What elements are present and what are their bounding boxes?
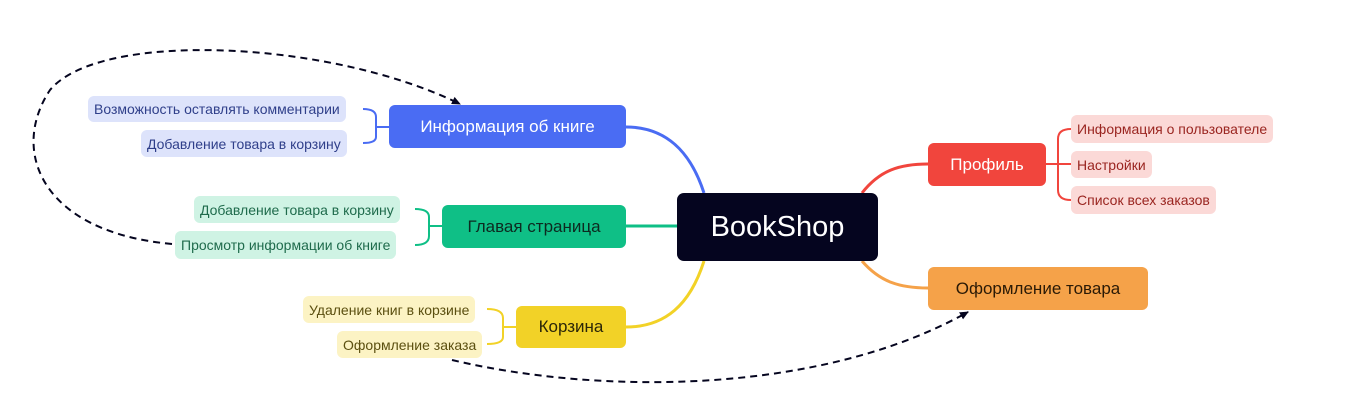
branch-label: Профиль bbox=[950, 154, 1024, 174]
leaf-place-order[interactable]: Оформление заказа bbox=[337, 331, 483, 358]
connector-cart bbox=[625, 260, 706, 329]
bracket-profile bbox=[1046, 128, 1072, 201]
branch-label: Главая страница bbox=[467, 216, 601, 236]
connector-checkout bbox=[860, 260, 929, 290]
root-label: BookShop bbox=[710, 210, 845, 243]
leaf-user-info[interactable]: Информация о пользователе bbox=[1071, 115, 1274, 143]
relation-arrow-cart-to-checkout bbox=[451, 311, 969, 384]
connector-info bbox=[625, 125, 706, 194]
leaf-add-to-cart-home[interactable]: Добавление товара в корзину bbox=[194, 196, 400, 223]
branch-label: Корзина bbox=[538, 317, 604, 336]
branch-book-info[interactable]: Информация об книге bbox=[389, 105, 626, 148]
leaf-label: Настройки bbox=[1077, 156, 1146, 173]
connector-profile bbox=[860, 162, 929, 194]
leaf-label: Возможность оставлять комментарии bbox=[94, 101, 340, 117]
root-node-bookshop[interactable]: BookShop bbox=[677, 193, 878, 261]
leaf-label: Список всех заказов bbox=[1077, 192, 1210, 208]
leaf-label: Информация о пользователе bbox=[1077, 121, 1268, 137]
leaf-orders-list[interactable]: Список всех заказов bbox=[1071, 186, 1216, 214]
leaf-label: Оформление заказа bbox=[343, 336, 477, 353]
branch-profile[interactable]: Профиль bbox=[928, 143, 1046, 186]
leaf-settings[interactable]: Настройки bbox=[1071, 151, 1152, 178]
leaf-add-to-cart-info[interactable]: Добавление товара в корзину bbox=[141, 130, 347, 157]
leaf-label: Удаление книг в корзине bbox=[309, 301, 470, 318]
leaf-view-book-info[interactable]: Просмотр информации об книге bbox=[175, 231, 397, 259]
leaf-label: Добавление товара в корзину bbox=[147, 135, 341, 152]
branch-home-page[interactable]: Главая страница bbox=[442, 205, 626, 248]
leaf-label: Просмотр информации об книге bbox=[181, 237, 391, 253]
bracket-cart bbox=[486, 308, 516, 345]
relation-arrow-home-to-info bbox=[32, 49, 461, 245]
branch-label: Оформление товара bbox=[955, 278, 1121, 298]
branch-label: Информация об книге bbox=[420, 116, 595, 136]
branch-cart[interactable]: Корзина bbox=[516, 306, 626, 348]
branch-checkout[interactable]: Оформление товара bbox=[928, 267, 1148, 310]
leaf-remove-books[interactable]: Удаление книг в корзине bbox=[303, 296, 476, 323]
bracket-info bbox=[362, 108, 389, 144]
bracket-home bbox=[414, 208, 442, 246]
leaf-label: Добавление товара в корзину bbox=[200, 201, 394, 218]
leaf-comments[interactable]: Возможность оставлять комментарии bbox=[88, 96, 346, 122]
